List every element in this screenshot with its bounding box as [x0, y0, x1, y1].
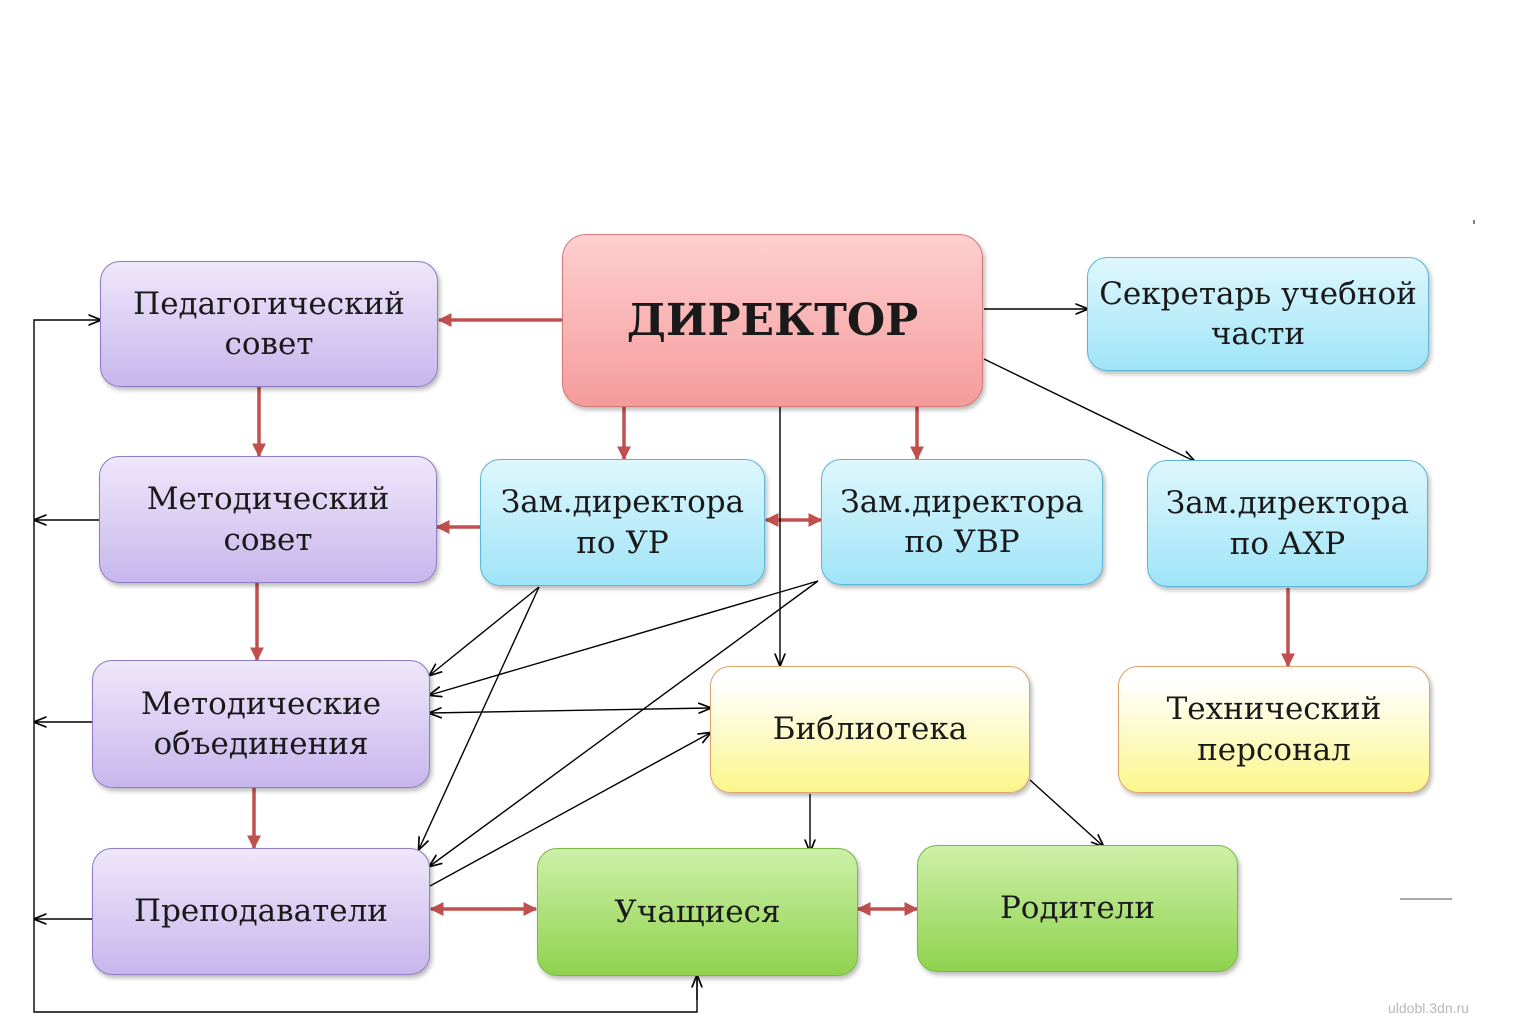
prepod-label: Преподаватели [134, 893, 388, 930]
biblioteka-box: Библиотека [710, 666, 1030, 793]
director-box: ДИРЕКТОР [562, 234, 983, 407]
metod-ob-box: Методические объединения [92, 660, 430, 788]
metod-sovet-box: Методический совет [99, 456, 437, 583]
zam-uvr-label: Зам.директора по УВР [840, 483, 1084, 560]
uchashiesya-box: Учащиеся [537, 848, 858, 976]
director-label: ДИРЕКТОР [626, 294, 919, 346]
arrow-zam-uvr-to-metod-ob [430, 580, 819, 695]
watermark: uldobl.3dn.ru [1388, 1000, 1469, 1016]
prepod-box: Преподаватели [92, 848, 430, 975]
zam-ahr-box: Зам.директора по АХР [1147, 460, 1428, 587]
tech-label: Технический персонал [1166, 691, 1382, 768]
arrow-biblioteka-to-roditeli [1029, 779, 1103, 846]
arrow-director-to-zam-ahr [983, 358, 1194, 461]
ped-sovet-box: Педагогический совет [100, 261, 438, 387]
biblioteka-label: Библиотека [772, 711, 968, 748]
left-feedback-bus [33, 320, 698, 1013]
tech-box: Технический персонал [1118, 666, 1430, 793]
zam-uvr-box: Зам.директора по УВР [821, 459, 1103, 585]
zam-ur-label: Зам.директора по УР [500, 484, 745, 561]
ped-sovet-label: Педагогический совет [133, 285, 405, 362]
arrow-prepod-to-biblioteka [429, 733, 710, 887]
roditeli-box: Родители [917, 845, 1238, 972]
zam-ahr-label: Зам.директора по АХР [1165, 485, 1410, 562]
secretar-label: Секретарь учебной части [1099, 275, 1417, 352]
uchashiesya-label: Учащиеся [614, 893, 781, 930]
arrow-zam-uvr-to-prepod [430, 580, 819, 866]
arrow-zam-ur-to-metod-ob [430, 586, 540, 675]
metod-ob-label: Методические объединения [140, 685, 382, 762]
secretar-box: Секретарь учебной части [1087, 257, 1429, 371]
zam-ur-box: Зам.директора по УР [480, 459, 765, 586]
roditeli-label: Родители [999, 890, 1156, 927]
arrow-metod-ob-biblioteka [430, 708, 710, 713]
arrow-zam-ur-to-prepod [419, 586, 540, 849]
metod-sovet-label: Методический совет [146, 481, 390, 558]
